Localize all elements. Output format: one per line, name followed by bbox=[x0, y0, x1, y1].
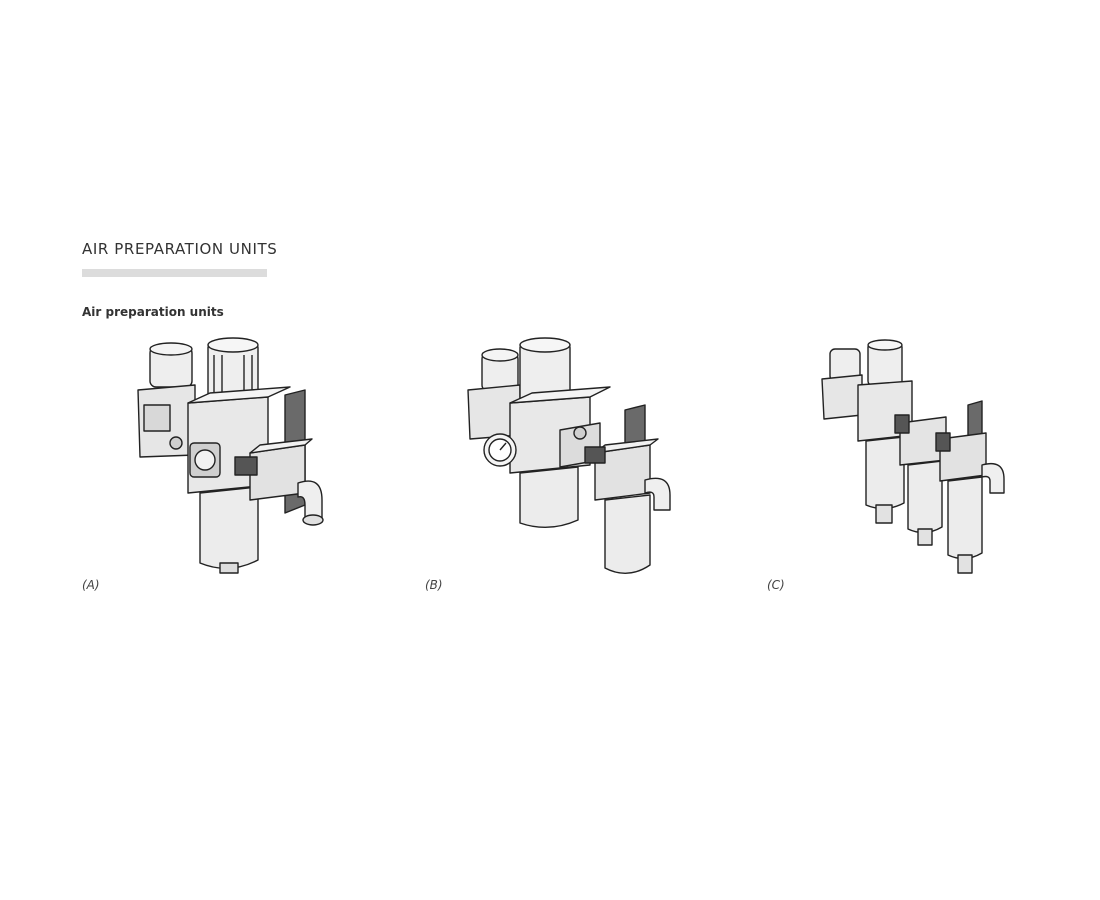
figure-c bbox=[800, 335, 1060, 595]
figure-c-caption: (C) bbox=[767, 578, 785, 592]
three-unit-frl-icon bbox=[821, 339, 1005, 574]
figure-a bbox=[100, 335, 360, 595]
filter-regulator-lubricator-icon bbox=[137, 337, 324, 574]
section-subtitle: Air preparation units bbox=[82, 305, 224, 319]
section-title: AIR PREPARATION UNITS bbox=[82, 240, 278, 258]
title-underline-bar bbox=[82, 269, 267, 277]
figure-a-caption: (A) bbox=[82, 578, 100, 592]
figure-b bbox=[440, 335, 700, 595]
regulator-lubricator-combo-icon bbox=[467, 337, 671, 574]
figure-b-caption: (B) bbox=[425, 578, 443, 592]
